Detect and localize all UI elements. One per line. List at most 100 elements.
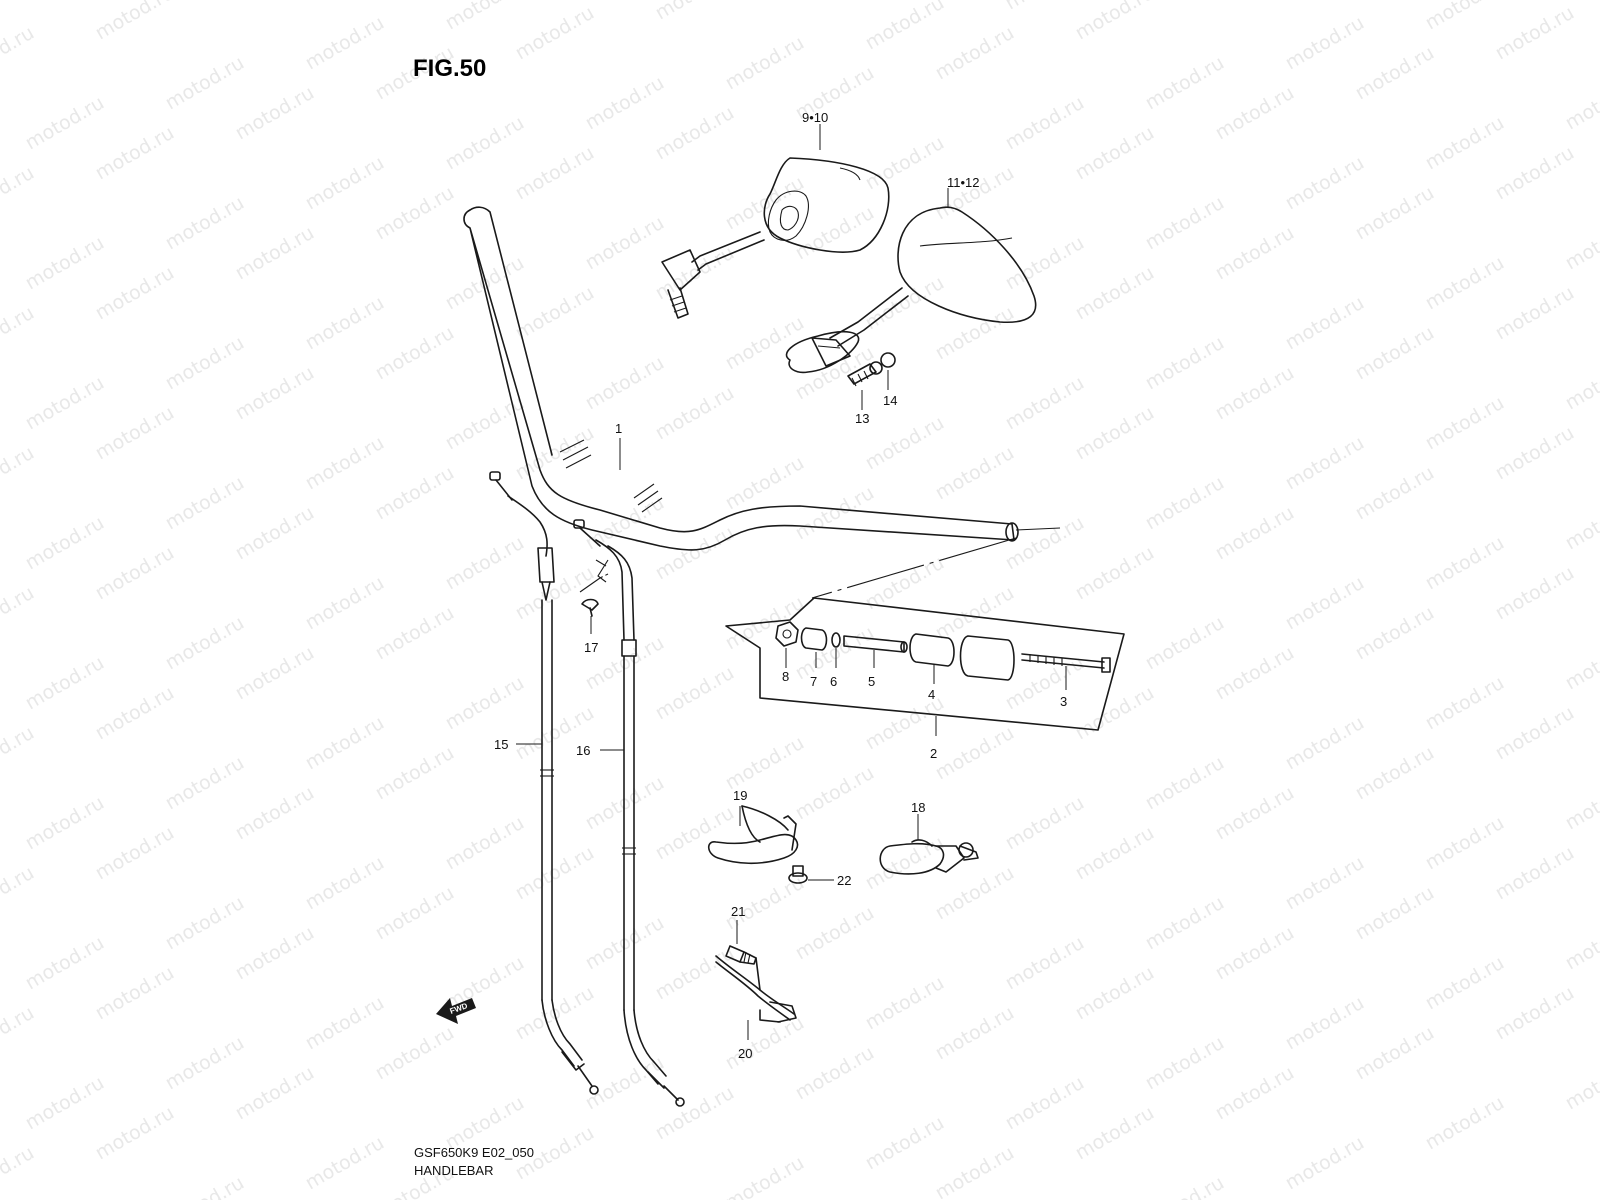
watermark-text: motod.ru (1002, 0, 1088, 14)
watermark-text: motod.ru (1142, 472, 1228, 535)
watermark-text: motod.ru (1492, 422, 1578, 485)
throttle-cable-no1-part (489, 471, 599, 1095)
watermark-text: motod.ru (442, 0, 528, 34)
watermark-text: motod.ru (302, 432, 388, 495)
clamp-screw-part (788, 865, 808, 884)
watermark-text: motod.ru (792, 762, 878, 825)
watermark-text: motod.ru (22, 232, 108, 295)
watermark-text: motod.ru (862, 972, 948, 1035)
watermark-text: motod.ru (232, 362, 318, 425)
watermark-text: motod.ru (1282, 572, 1368, 635)
watermark-text: motod.ru (232, 222, 318, 285)
watermark-text: motod.ru (1562, 912, 1600, 975)
balancer-washer-part (831, 632, 841, 648)
watermark-text: motod.ru (582, 1052, 668, 1115)
watermark-text: motod.ru (652, 102, 738, 165)
watermark-text: motod.ru (1562, 492, 1600, 555)
watermark-text: motod.ru (302, 292, 388, 355)
watermark-text: motod.ru (162, 1172, 248, 1200)
watermark-text: motod.ru (22, 92, 108, 155)
watermark-text: motod.ru (1282, 292, 1368, 355)
watermark-text: motod.ru (1352, 1022, 1438, 1085)
callout-16: 16 (576, 743, 590, 758)
watermark-text: motod.ru (232, 82, 318, 145)
watermark-text: motod.ru (932, 722, 1018, 785)
callout-1: 1 (615, 421, 622, 436)
watermark-text: motod.ru (442, 392, 528, 455)
watermark-text: motod.ru (862, 132, 948, 195)
balancer-spacer-tube-part (843, 635, 908, 653)
watermark-text: motod.ru (1422, 952, 1508, 1015)
callout-18: 18 (911, 800, 925, 815)
watermark-text: motod.ru (232, 782, 318, 845)
watermark-text: motod.ru (372, 182, 458, 245)
watermark-text: motod.ru (22, 792, 108, 855)
watermark-text: motod.ru (1282, 432, 1368, 495)
watermark-text: motod.ru (1212, 1062, 1298, 1125)
watermark-text: motod.ru (442, 812, 528, 875)
watermark-text: motod.ru (722, 312, 808, 375)
callout-20: 20 (738, 1046, 752, 1061)
watermark-text: motod.ru (582, 352, 668, 415)
watermark-text: motod.ru (1492, 842, 1578, 905)
watermark-text: motod.ru (862, 0, 948, 54)
figure-title: FIG.50 (413, 55, 486, 82)
watermark-text: motod.ru (1212, 362, 1298, 425)
watermark-text: motod.ru (1002, 1072, 1088, 1135)
watermark-text: motod.ru (1142, 1172, 1228, 1200)
watermark-text: motod.ru (652, 942, 738, 1005)
watermark-text: motod.ru (22, 1072, 108, 1135)
watermark-text: motod.ru (302, 992, 388, 1055)
watermark-text: motod.ru (652, 382, 738, 445)
watermark-text: motod.ru (1422, 672, 1508, 735)
callout-14: 14 (883, 393, 897, 408)
watermark-text: motod.ru (862, 1112, 948, 1175)
watermark-text: motod.ru (1212, 222, 1298, 285)
watermark-text: motod.ru (652, 802, 738, 865)
watermark-text: motod.ru (372, 602, 458, 665)
watermark-text: motod.ru (652, 662, 738, 725)
watermark-text: motod.ru (1002, 932, 1088, 995)
watermark-text: motod.ru (722, 32, 808, 95)
watermark-text: motod.ru (512, 2, 598, 65)
watermark-text: motod.ru (302, 852, 388, 915)
watermark-text: motod.ru (162, 1032, 248, 1095)
watermark-text: motod.ru (1142, 612, 1228, 675)
callout-15: 15 (494, 737, 508, 752)
watermark-text: motod.ru (92, 1102, 178, 1165)
watermark-text: motod.ru (232, 0, 318, 4)
watermark-text: motod.ru (162, 192, 248, 255)
mirror-cap-part (880, 352, 896, 368)
watermark-text: motod.ru (372, 322, 458, 385)
watermark-text: motod.ru (232, 922, 318, 985)
watermark-text: motod.ru (722, 732, 808, 795)
watermark-text: motod.ru (1562, 72, 1600, 135)
watermark-text: motod.ru (162, 472, 248, 535)
watermark-text: motod.ru (442, 112, 528, 175)
watermark-text: motod.ru (512, 142, 598, 205)
watermark-text: motod.ru (1352, 462, 1438, 525)
watermark-text: motod.ru (0, 302, 38, 365)
watermark-text: motod.ru (652, 0, 738, 24)
watermark-text: motod.ru (372, 742, 458, 805)
mirror-screw-part (847, 361, 883, 387)
watermark-text: motod.ru (22, 652, 108, 715)
watermark-text: motod.ru (1212, 502, 1298, 565)
watermark-text: motod.ru (1352, 882, 1438, 945)
cable-guide-part (715, 955, 797, 1023)
watermark-text: motod.ru (1352, 322, 1438, 385)
watermark-text: motod.ru (0, 1142, 38, 1200)
watermark-text: motod.ru (1002, 92, 1088, 155)
watermark-text: motod.ru (1422, 0, 1508, 34)
watermark-text: motod.ru (302, 152, 388, 215)
watermark-text: motod.ru (1072, 262, 1158, 325)
watermark-text: motod.ru (162, 52, 248, 115)
watermark-text: motod.ru (512, 282, 598, 345)
watermark-text: motod.ru (1212, 0, 1298, 4)
watermark-text: motod.ru (1072, 1102, 1158, 1165)
watermark-text: motod.ru (162, 612, 248, 675)
watermark-text: motod.ru (1562, 212, 1600, 275)
watermark-text: motod.ru (932, 1002, 1018, 1065)
watermark-text: motod.ru (92, 822, 178, 885)
watermark-text: motod.ru (162, 752, 248, 815)
